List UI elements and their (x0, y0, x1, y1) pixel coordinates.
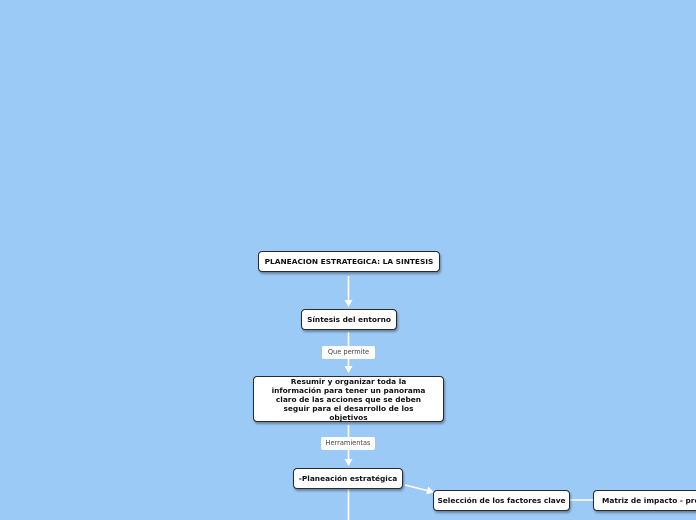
edge-label-herramientas[interactable]: Herramientas (321, 437, 375, 450)
node-sintesis-del-entorno[interactable]: Síntesis del entorno (301, 309, 397, 330)
edge-label-que-permite[interactable]: Que permite (322, 346, 375, 359)
connector-planeacion-to-seleccion (404, 484, 434, 495)
node-matriz-de-impacto[interactable]: Matriz de impacto - prob (593, 490, 696, 511)
node-planeacion-estrategica[interactable]: -Planeación estratégica (293, 468, 403, 489)
node-resumir-y-organizar[interactable]: Resumir y organizar toda la información … (253, 376, 444, 422)
node-seleccion-factores-clave[interactable]: Selección de los factores clave (433, 490, 570, 511)
node-root-title[interactable]: PLANEACION ESTRATEGICA: LA SINTESIS (258, 251, 440, 272)
